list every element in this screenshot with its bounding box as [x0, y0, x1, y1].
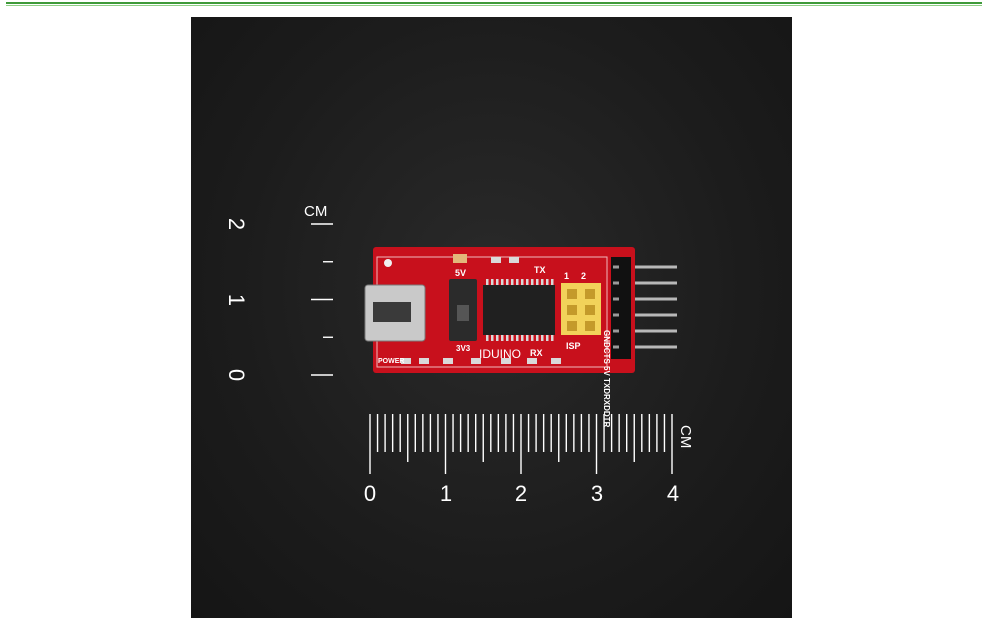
- pcb-label-tx: TX: [534, 265, 546, 275]
- smd-component: [501, 358, 511, 364]
- chip-pin: [486, 335, 489, 341]
- chip-pin: [506, 335, 509, 341]
- chip-pin: [531, 279, 534, 285]
- vertical-ruler-label-1: 1: [224, 293, 249, 307]
- horizontal-ruler-label-2: 2: [514, 481, 528, 506]
- smd-component: [401, 358, 411, 364]
- usb-connector-mouth: [373, 302, 411, 322]
- chip-pin: [521, 335, 524, 341]
- chip-pin: [551, 279, 554, 285]
- pcb-label-isp: ISP: [566, 341, 581, 351]
- smd-component: [471, 358, 481, 364]
- isp-header-pins: [567, 289, 595, 331]
- horizontal-ruler-label-1: 1: [439, 481, 453, 506]
- vertical-ruler-unit: CM: [304, 203, 328, 220]
- horizontal-ruler-label-0: 0: [363, 481, 377, 506]
- smd-component: [453, 254, 467, 263]
- chip-pin: [506, 279, 509, 285]
- chip-pin: [501, 335, 504, 341]
- horizontal-ruler-label-4: 4: [666, 481, 680, 506]
- chip-pin: [496, 335, 499, 341]
- chip-pin: [511, 335, 514, 341]
- horizontal-ruler-unit: CM: [677, 425, 694, 449]
- chip-pin: [521, 279, 524, 285]
- vertical-ruler-ticks: [311, 223, 333, 376]
- pcb-label-power: POWER: [378, 358, 405, 365]
- pcb-label-brand: IDUINO: [479, 347, 521, 361]
- chip-pin: [526, 335, 529, 341]
- chip-pin: [536, 279, 539, 285]
- chip-pin: [541, 335, 544, 341]
- pcb-label-3v3: 3V3: [456, 344, 471, 353]
- chip-pin: [551, 335, 554, 341]
- chip-pin: [536, 335, 539, 341]
- photo-scene: [311, 223, 677, 474]
- voltage-switch-slider: [457, 305, 469, 321]
- smd-component: [443, 358, 453, 364]
- ftdi-chip: [483, 285, 555, 335]
- pcb-label-1: 1: [564, 271, 570, 281]
- smd-component: [551, 358, 561, 364]
- top-rule: [6, 2, 982, 4]
- chip-pin: [486, 279, 489, 285]
- mounting-hole: [384, 259, 392, 267]
- chip-pin: [516, 279, 519, 285]
- smd-component: [509, 257, 519, 263]
- chip-pin: [511, 279, 514, 285]
- smd-component: [491, 257, 501, 263]
- pin-header-bends: [613, 265, 619, 349]
- ftdi-chip-pins: [486, 279, 554, 341]
- horizontal-ruler-ticks: [369, 414, 673, 474]
- product-photo: CM 0 1 2 CM 0 1 2 3 4 5V TX 1 2 3V3 IDUI…: [191, 17, 792, 618]
- chip-pin: [526, 279, 529, 285]
- chip-pin: [501, 279, 504, 285]
- chip-pin: [541, 279, 544, 285]
- chip-pin: [516, 335, 519, 341]
- pcb-label-rx: RX: [530, 348, 543, 358]
- pin-header-block: [611, 257, 631, 359]
- pcb-label-pins: GNDCTS 5V TXDRXDDTR: [602, 330, 611, 428]
- chip-pin: [546, 335, 549, 341]
- smd-component: [527, 358, 537, 364]
- chip-pin: [496, 279, 499, 285]
- pcb-label-5v: 5V: [455, 268, 467, 278]
- smd-component: [419, 358, 429, 364]
- vertical-ruler-label-2: 2: [224, 217, 249, 231]
- chip-pin: [491, 279, 494, 285]
- horizontal-ruler-label-3: 3: [590, 481, 604, 506]
- pcb-label-2: 2: [581, 271, 587, 281]
- vertical-ruler-label-0: 0: [224, 368, 249, 382]
- chip-pin: [546, 279, 549, 285]
- chip-pin: [491, 335, 494, 341]
- chip-pin: [531, 335, 534, 341]
- top-rule-light: [6, 5, 982, 6]
